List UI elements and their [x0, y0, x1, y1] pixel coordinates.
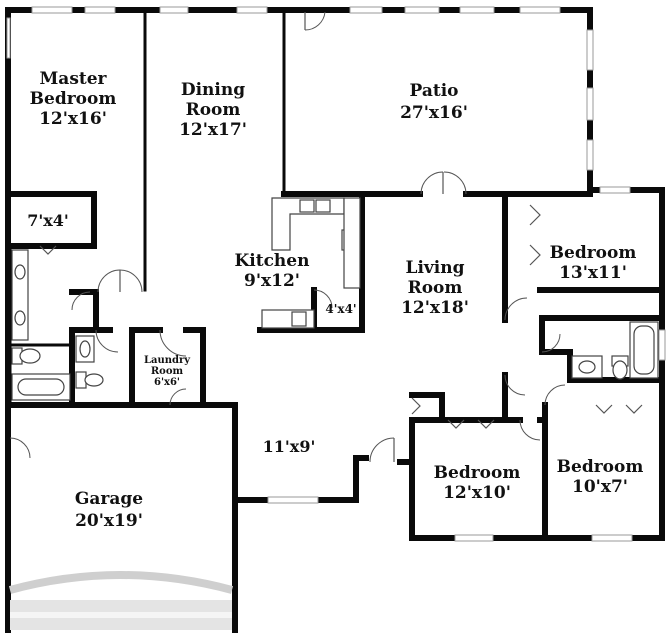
- bedroom-12x10-name: Bedroom: [434, 463, 521, 483]
- patio-name: Patio: [410, 81, 459, 101]
- kitchen-size: 9'x12': [244, 271, 300, 291]
- closet-7x4-size: 7'x4': [27, 211, 69, 230]
- living-room-name-2: Room: [408, 278, 463, 298]
- hall-11x9-size: 11'x9': [263, 437, 316, 456]
- garage-door: [8, 571, 234, 630]
- dining-room-name-2: Room: [186, 100, 241, 120]
- garage-size: 20'x19': [75, 511, 143, 531]
- laundry-room-name-1: Laundry: [144, 355, 191, 366]
- laundry-room-size: 6'x6': [154, 377, 180, 388]
- bedroom-10x7-name: Bedroom: [557, 457, 644, 477]
- patio-size: 27'x16': [400, 103, 468, 123]
- kitchen-name: Kitchen: [235, 251, 310, 271]
- dining-room-name-1: Dining: [181, 80, 245, 100]
- laundry-room-name-2: Room: [151, 366, 184, 377]
- bedroom-12x10-size: 12'x10': [443, 483, 511, 503]
- living-room-name-1: Living: [406, 258, 465, 278]
- bedroom-13x11-size: 13'x11': [559, 263, 627, 283]
- master-bedroom-name-2: Bedroom: [30, 89, 117, 109]
- garage-name: Garage: [75, 489, 143, 509]
- doors: [9, 11, 643, 463]
- pantry-4x4-size: 4'x4': [325, 302, 356, 316]
- living-room-size: 12'x18': [401, 298, 469, 318]
- walls: [5, 7, 665, 633]
- fixtures: [11, 197, 659, 401]
- bedroom-10x7-size: 10'x7': [572, 477, 628, 497]
- master-bedroom-name-1: Master: [39, 69, 107, 89]
- room-labels: Master Bedroom 12'x16' Dining Room 12'x1…: [27, 69, 643, 531]
- windows: [6, 6, 666, 542]
- dining-room-size: 12'x17': [179, 120, 247, 140]
- bedroom-13x11-name: Bedroom: [550, 243, 637, 263]
- master-bedroom-size: 12'x16': [39, 109, 107, 129]
